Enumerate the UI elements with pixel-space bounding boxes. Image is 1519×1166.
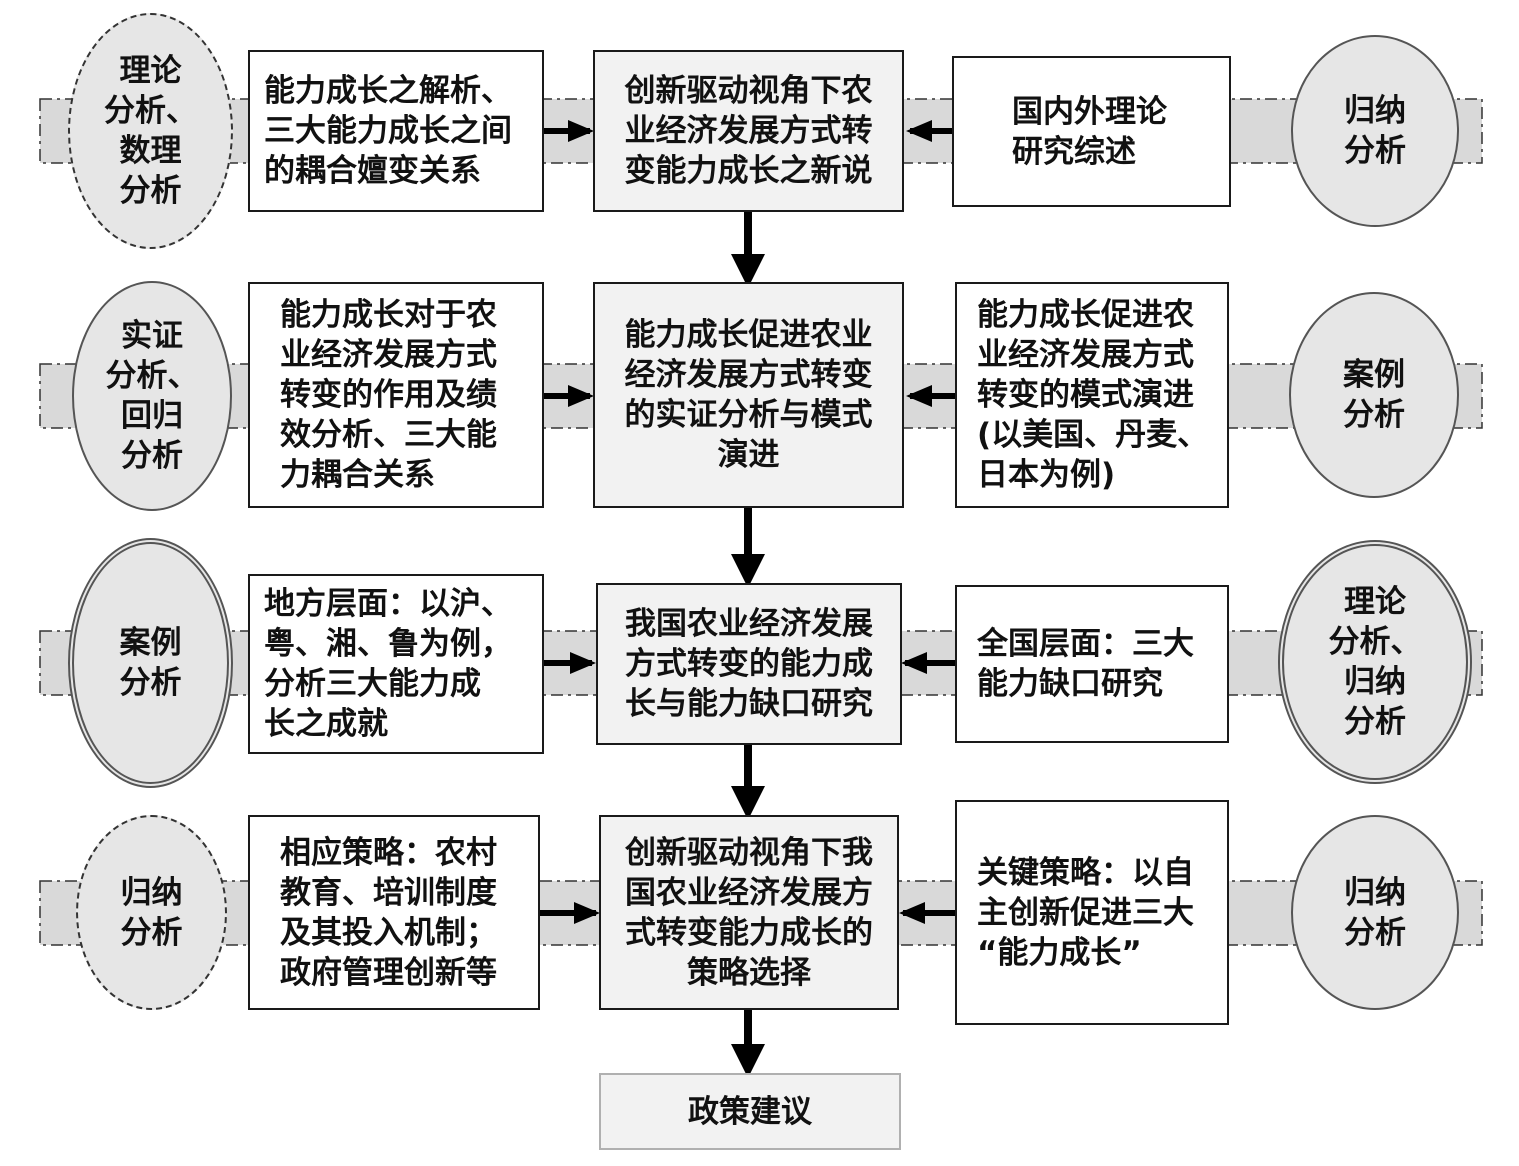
row-1-left-method-text: 理论 分析、 数理 分析 — [104, 53, 197, 209]
row-3-left-box-text: 地方层面：以沪、 粤、湘、鲁为例， 分析三大能力成 长之成就 — [264, 586, 512, 742]
row-4-right-method-oval: 归纳 分析 — [1291, 815, 1459, 1010]
row-1-right-method-oval: 归纳 分析 — [1291, 35, 1459, 227]
row-4-left-box: 相应策略：农村 教育、培训制度 及其投入机制； 政府管理创新等 — [248, 815, 540, 1010]
row-4-right-box: 关键策略：以自 主创新促进三大 “能力成长” — [955, 800, 1229, 1025]
row-3-left-method-text: 案例 分析 — [119, 625, 182, 701]
row-2-right-box: 能力成长促进农 业经济发展方式 转变的模式演进 (以美国、丹麦、 日本为例) — [955, 282, 1229, 508]
row-2-left-method-text: 实证 分析、 回归 分析 — [105, 318, 199, 474]
row-1-right-box: 国内外理论 研究综述 — [952, 56, 1231, 207]
row-4-left-box-text: 相应策略：农村 教育、培训制度 及其投入机制； 政府管理创新等 — [280, 834, 497, 991]
row-3-right-box-text: 全国层面：三大 能力缺口研究 — [977, 626, 1194, 702]
row-3-center-box: 我国农业经济发展 方式转变的能力成 长与能力缺口研究 — [596, 583, 902, 745]
row-2-left-box-text: 能力成长对于农 业经济发展方式 转变的作用及绩 效分析、三大能 力耦合关系 — [280, 297, 497, 493]
row-3-right-box: 全国层面：三大 能力缺口研究 — [955, 585, 1229, 743]
row-3-left-method-oval: 案例 分析 — [68, 538, 233, 788]
row-1-right-box-text: 国内外理论 研究综述 — [1012, 93, 1167, 170]
row-3-right-method-oval: 理论 分析、 归纳 分析 — [1278, 540, 1472, 784]
row-4-center-box: 创新驱动视角下我 国农业经济发展方 式转变能力成长的 策略选择 — [599, 815, 899, 1010]
policy-recommendation-box: 政策建议 — [599, 1073, 901, 1150]
row-3-center-box-text: 我国农业经济发展 方式转变的能力成 长与能力缺口研究 — [625, 606, 873, 722]
row-2-right-method-text: 案例 分析 — [1343, 357, 1405, 433]
row-2-center-box: 能力成长促进农业 经济发展方式转变 的实证分析与模式 演进 — [593, 282, 904, 508]
row-2-center-box-text: 能力成长促进农业 经济发展方式转变 的实证分析与模式 演进 — [624, 317, 873, 473]
row-4-left-method-oval: 归纳 分析 — [76, 815, 227, 1010]
row-3-right-method-text: 理论 分析、 归纳 分析 — [1328, 584, 1422, 740]
row-4-left-method-text: 归纳 分析 — [120, 874, 183, 951]
row-2-right-method-oval: 案例 分析 — [1289, 292, 1459, 498]
policy-recommendation-text: 政策建议 — [688, 1093, 812, 1130]
row-1-left-box: 能力成长之解析、 三大能力成长之间 的耦合嬗变关系 — [248, 50, 544, 212]
row-4-right-method-text: 归纳 分析 — [1344, 874, 1406, 951]
row-4-right-box-text: 关键策略：以自 主创新促进三大 “能力成长” — [977, 854, 1194, 971]
row-3-left-box: 地方层面：以沪、 粤、湘、鲁为例， 分析三大能力成 长之成就 — [248, 574, 544, 754]
row-1-left-box-text: 能力成长之解析、 三大能力成长之间 的耦合嬗变关系 — [264, 73, 512, 189]
row-2-left-method-oval: 实证 分析、 回归 分析 — [72, 281, 232, 511]
row-1-left-method-oval: 理论 分析、 数理 分析 — [68, 13, 233, 249]
row-2-right-box-text: 能力成长促进农 业经济发展方式 转变的模式演进 (以美国、丹麦、 日本为例) — [977, 297, 1209, 493]
row-1-right-method-text: 归纳 分析 — [1344, 93, 1406, 169]
row-1-center-box: 创新驱动视角下农 业经济发展方式转 变能力成长之新说 — [593, 50, 904, 212]
row-4-center-box-text: 创新驱动视角下我 国农业经济发展方 式转变能力成长的 策略选择 — [625, 834, 873, 991]
row-1-center-box-text: 创新驱动视角下农 业经济发展方式转 变能力成长之新说 — [624, 73, 873, 189]
row-2-left-box: 能力成长对于农 业经济发展方式 转变的作用及绩 效分析、三大能 力耦合关系 — [248, 282, 544, 508]
